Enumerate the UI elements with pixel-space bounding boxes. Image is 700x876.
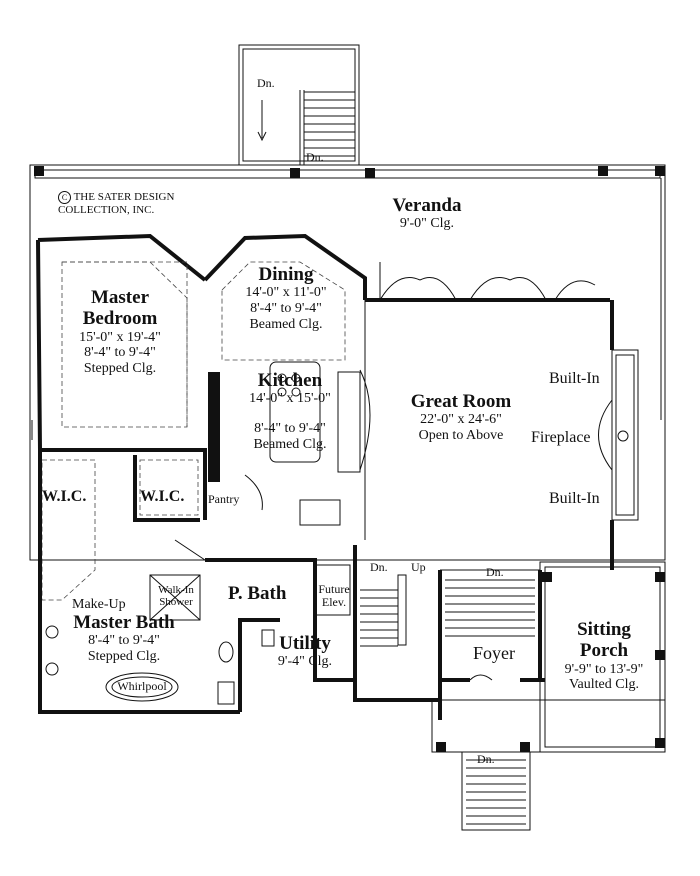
master-bedroom-label: Master Bedroom 15'-0" x 19'-4" 8'-4" to … bbox=[79, 287, 161, 377]
room-name: Bedroom bbox=[82, 308, 158, 330]
room-detail: Beamed Clg. bbox=[253, 436, 327, 452]
kitchen-walls bbox=[208, 361, 371, 526]
built-in-top-label: Built-In bbox=[549, 370, 600, 387]
room-name: Master Bath bbox=[73, 612, 175, 633]
room-detail: 14'-0" x 11'-0" bbox=[245, 285, 327, 301]
veranda-label: Veranda 9'-0" Clg. bbox=[393, 195, 462, 232]
room-detail: Stepped Clg. bbox=[87, 648, 161, 664]
room-detail: 14'-0" x 15'-0" bbox=[249, 391, 331, 407]
stair-dn-top: Dn. bbox=[257, 76, 275, 90]
label-line: Elev. bbox=[321, 595, 347, 610]
pantry-label: Pantry bbox=[208, 492, 240, 506]
label-line: Future bbox=[318, 582, 350, 596]
great-room-label: Great Room 22'-0" x 24'-6" Open to Above bbox=[411, 391, 511, 444]
room-detail: 8'-4" to 9'-4" bbox=[254, 420, 326, 436]
room-detail: Open to Above bbox=[418, 427, 504, 443]
walk-in-shower-label: Walk-In Shower bbox=[158, 584, 194, 609]
stair-dn-veranda: Dn. bbox=[306, 150, 324, 164]
master-bedroom-walls bbox=[31, 233, 207, 451]
foyer-label: Foyer bbox=[473, 643, 515, 663]
dining-label: Dining 14'-0" x 11'-0" 8'-4" to 9'-4" Be… bbox=[245, 264, 326, 332]
kitchen-label: Kitchen 14'-0" x 15'-0" 8'-4" to 9'-4" B… bbox=[249, 370, 331, 452]
future-elev-label: Future Elev. bbox=[318, 582, 350, 610]
make-up-label: Make-Up bbox=[72, 597, 126, 612]
room-detail: 9'-4" Clg. bbox=[277, 654, 333, 670]
copyright-line-1: THE SATER DESIGN bbox=[73, 191, 175, 203]
room-detail: 15'-0" x 19'-4" bbox=[79, 329, 161, 345]
room-name: Kitchen bbox=[257, 370, 323, 391]
room-detail: 8'-4" to 9'-4" bbox=[88, 633, 160, 649]
great-room-walls bbox=[364, 262, 639, 570]
sitting-porch-outline bbox=[539, 561, 666, 753]
master-bath-label: Master Bath 8'-4" to 9'-4" Stepped Clg. bbox=[73, 612, 175, 665]
stair-up-inner: Up bbox=[411, 560, 426, 574]
copyright-symbol-icon: C bbox=[58, 191, 71, 204]
p-bath-label: P. Bath bbox=[228, 583, 287, 604]
room-detail: Stepped Clg. bbox=[83, 360, 157, 376]
room-detail: 9'-9" to 13'-9" bbox=[564, 661, 644, 677]
room-name: Great Room bbox=[410, 391, 512, 412]
room-detail: 8'-4" to 9'-4" bbox=[250, 300, 322, 316]
wic-left-label: W.I.C. bbox=[42, 488, 87, 505]
room-name: Dining bbox=[258, 264, 314, 285]
room-detail: 8'-4" to 9'-4" bbox=[84, 345, 156, 361]
room-name: Porch bbox=[579, 640, 629, 662]
dining-walls bbox=[203, 233, 367, 361]
room-name: Sitting bbox=[577, 619, 631, 640]
front-porch bbox=[431, 699, 666, 831]
copyright-line-2: COLLECTION, INC. bbox=[58, 204, 155, 216]
stair-dn-bottom: Dn. bbox=[477, 752, 495, 766]
room-name: Master bbox=[90, 287, 150, 308]
label-line: Shower bbox=[159, 596, 193, 609]
room-name: Veranda bbox=[392, 195, 462, 216]
sitting-porch-label: Sitting Porch 9'-9" to 13'-9" Vaulted Cl… bbox=[565, 619, 644, 693]
core-walls bbox=[314, 545, 545, 720]
built-in-bottom-label: Built-In bbox=[549, 490, 600, 507]
room-detail: 9'-0" Clg. bbox=[399, 216, 455, 232]
room-detail: Beamed Clg. bbox=[249, 316, 323, 332]
whirlpool-label: Whirlpool bbox=[117, 679, 167, 693]
wic-right-label: W.I.C. bbox=[140, 488, 185, 505]
veranda-outline bbox=[29, 164, 666, 561]
fireplace-label: Fireplace bbox=[531, 429, 591, 446]
room-name: Utility bbox=[279, 633, 331, 654]
stair-dn-foyer: Dn. bbox=[486, 565, 504, 579]
room-detail: 22'-0" x 24'-6" bbox=[420, 412, 502, 428]
bath-area-walls bbox=[38, 448, 355, 714]
stair-dn-inner: Dn. bbox=[370, 560, 388, 574]
room-detail: Vaulted Clg. bbox=[568, 677, 639, 693]
utility-label: Utility 9'-4" Clg. bbox=[278, 633, 332, 670]
top-stair bbox=[238, 44, 360, 166]
label-line: Walk-In bbox=[158, 584, 194, 596]
copyright-notice: C THE SATER DESIGN COLLECTION, INC. bbox=[58, 191, 174, 216]
